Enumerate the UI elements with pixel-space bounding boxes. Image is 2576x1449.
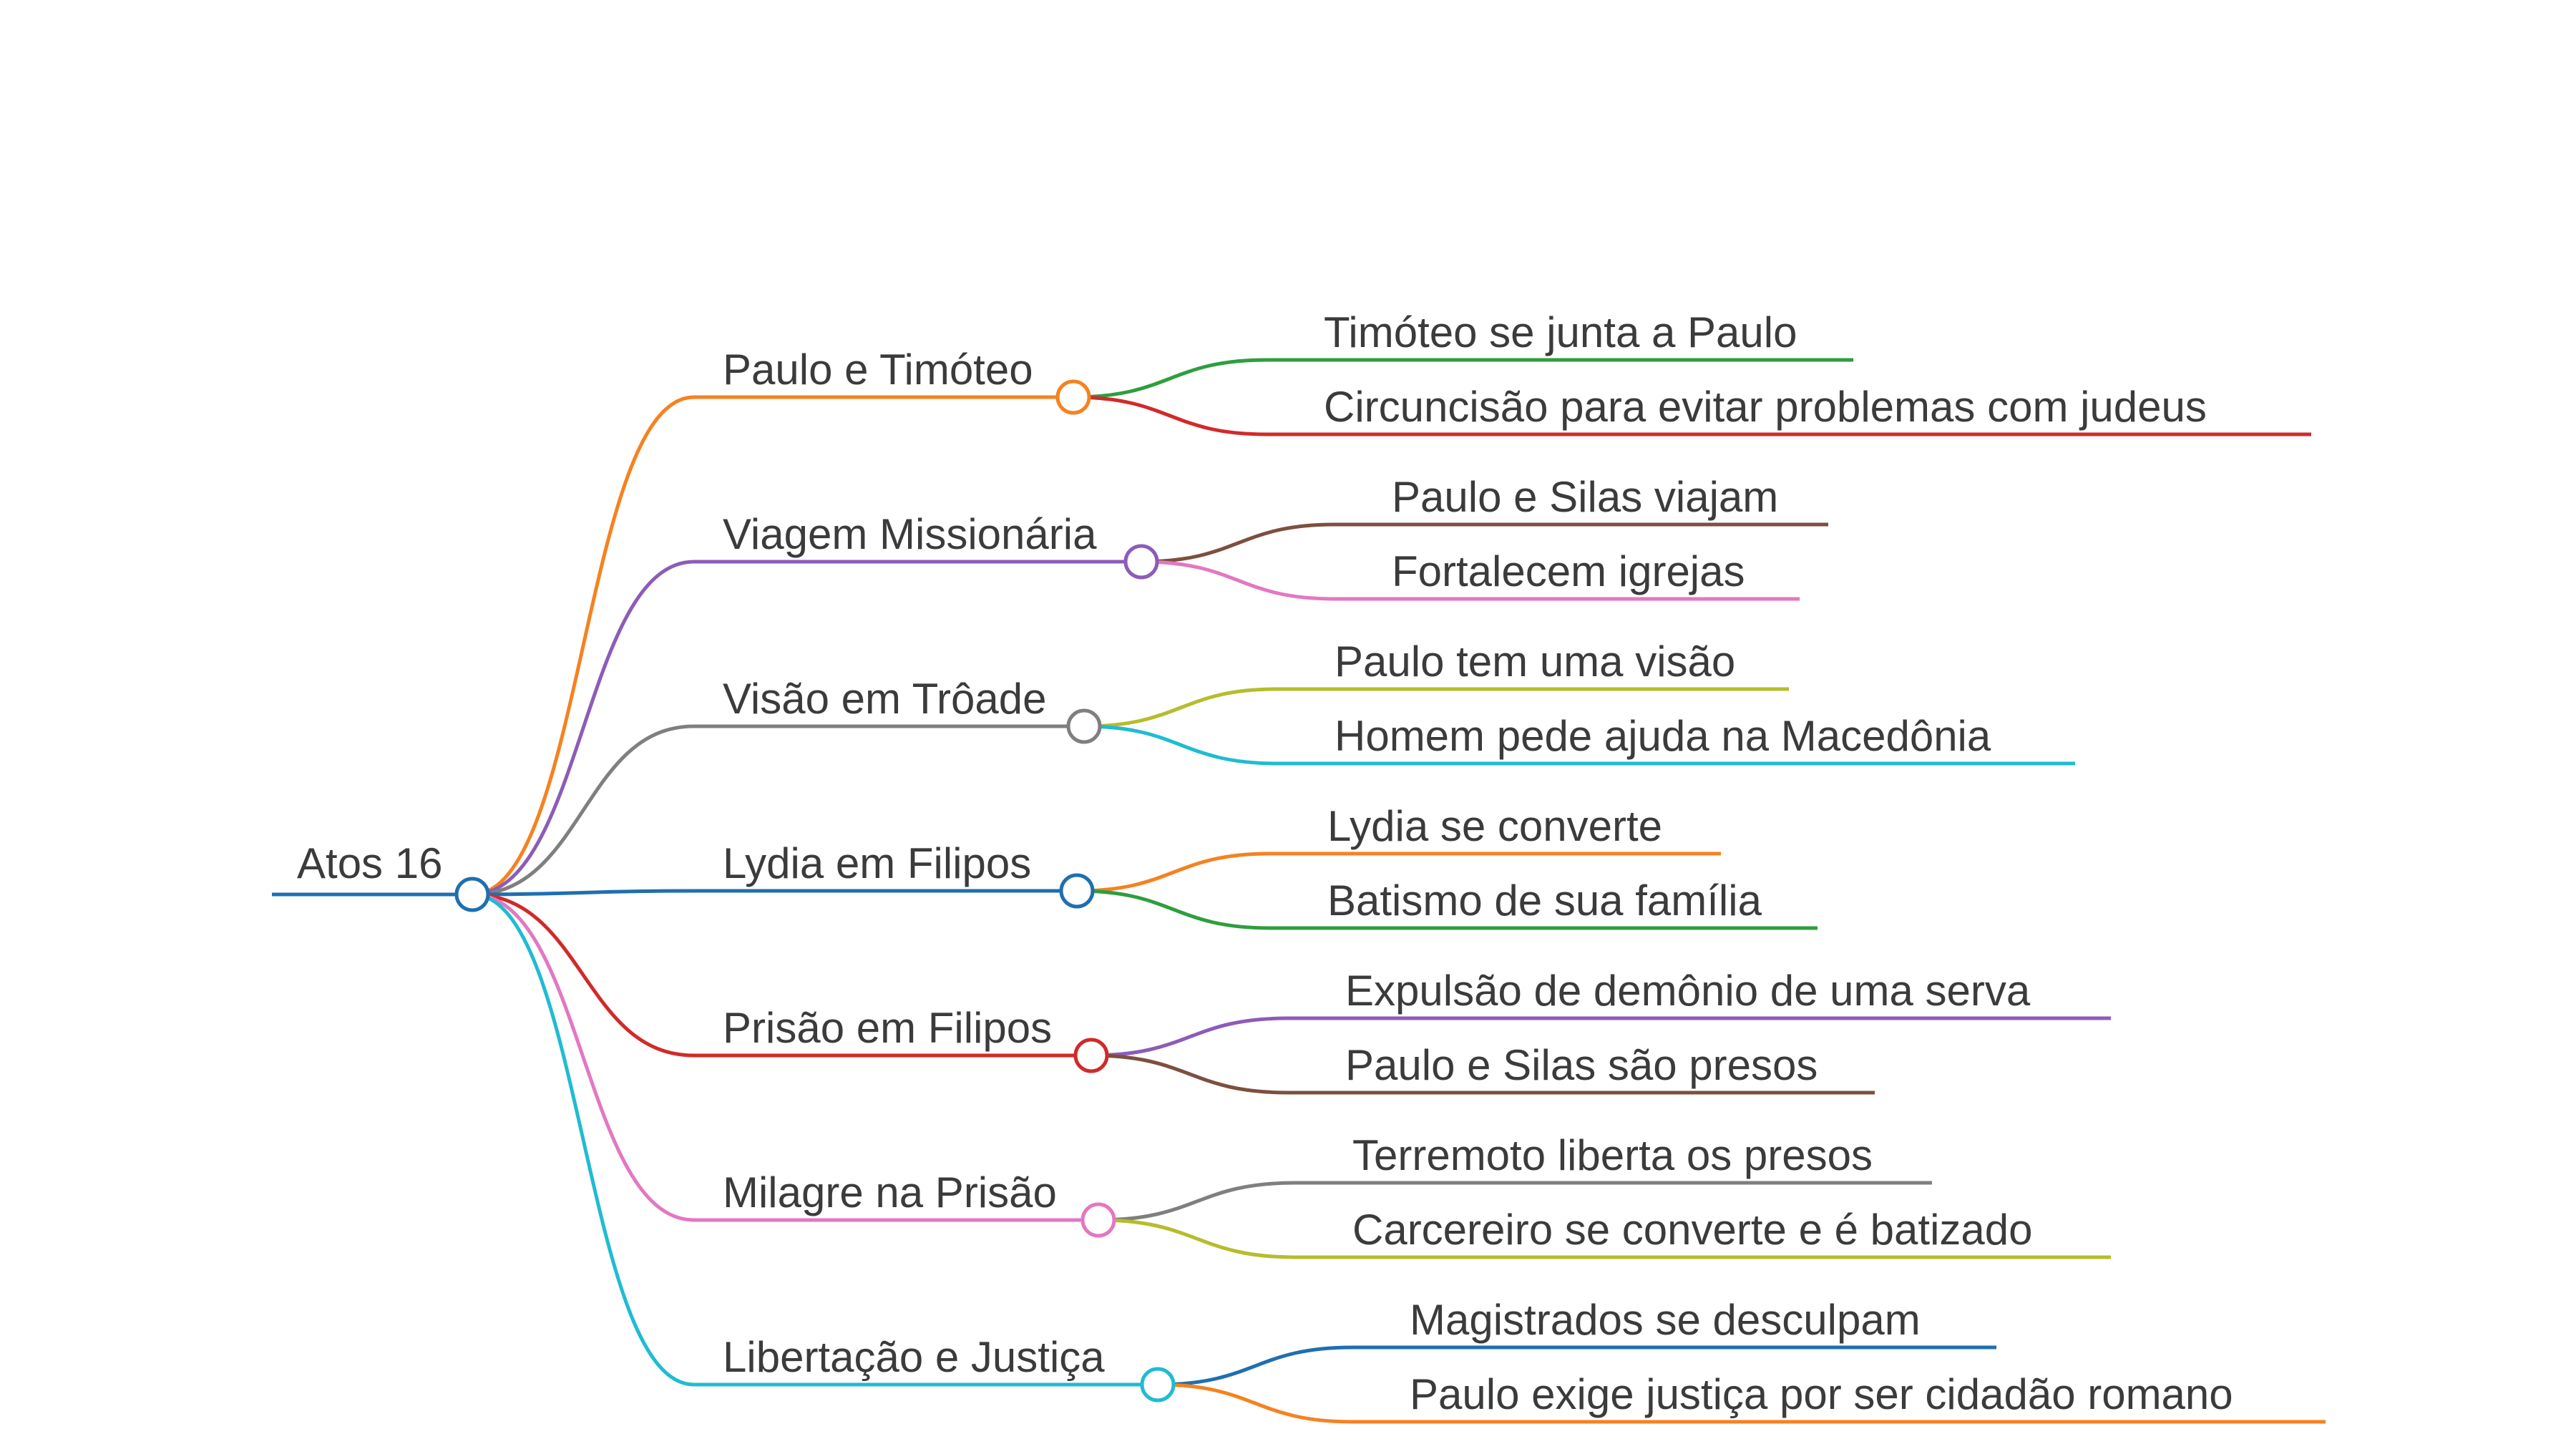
connector-homem-pede-ajuda-na-macedonia [1083,724,2075,766]
connector-root-to-lydia-em-filipos [472,889,695,897]
leaf-label-magistrados-se-desculpam: Magistrados se desculpam [1410,1296,1921,1344]
connector-root-to-prisao-em-filipos [472,892,695,1058]
connector-root-to-viagem-missionaria [472,560,695,897]
branch-label-libertacao-e-justica: Libertação e Justiça [723,1333,1105,1381]
connector-paulo-tem-uma-visao [1083,687,1789,728]
leaf-label-fortalecem-igrejas: Fortalecem igrejas [1392,547,1745,595]
connector-lydia-se-converte [1076,852,1721,893]
leaf-label-batismo-de-sua-familia: Batismo de sua família [1327,877,1762,924]
branch-node-lydia-em-filipos[interactable] [1059,873,1095,909]
branch-node-visao-em-troade[interactable] [1066,708,1102,744]
branch-label-lydia-em-filipos: Lydia em Filipos [723,839,1031,887]
leaf-label-paulo-e-silas-viajam: Paulo e Silas viajam [1392,473,1778,521]
connector-fortalecem-igrejas [1141,560,1800,601]
connector-paulo-e-silas-sao-presos [1091,1053,1875,1095]
leaf-label-expulsao-de-demonio-de-uma-serva: Expulsão de demônio de uma serva [1345,967,2031,1015]
connector-batismo-de-sua-familia [1076,889,1818,930]
leaf-label-terremoto-liberta-os-presos: Terremoto liberta os presos [1352,1131,1873,1179]
branch-node-prisao-em-filipos[interactable] [1073,1038,1109,1073]
branch-label-paulo-e-timoteo: Paulo e Timóteo [723,346,1033,394]
leaf-label-paulo-exige-justica-por-ser-cidadao-romano: Paulo exige justiça por ser cidadão roma… [1410,1370,2233,1418]
leaf-label-homem-pede-ajuda-na-macedonia: Homem pede ajuda na Macedônia [1335,712,1991,760]
mind-map-labels: Atos 16 Paulo e Timóteo Timóteo se junta a… [297,308,2233,1418]
branch-label-viagem-missionaria: Viagem Missionária [723,510,1097,558]
leaf-label-timoteo-se-junta-a-paulo: Timóteo se junta a Paulo [1324,308,1797,356]
connector-root-to-milagre-na-prisao [472,892,695,1222]
connector-root-to-visao-em-troade [472,724,695,897]
connector-paulo-exige-justica-por-ser-cidadao-romano [1157,1382,2326,1424]
root-label: Atos 16 [297,839,442,887]
connector-terremoto-liberta-os-presos [1098,1181,1932,1222]
connector-root-to-paulo-e-timoteo [472,395,695,897]
connector-paulo-e-silas-viajam [1141,522,1828,564]
connector-magistrados-se-desculpam [1157,1345,1996,1387]
connector-expulsao-de-demonio-de-uma-serva [1091,1016,2111,1058]
leaf-label-paulo-e-silas-sao-presos: Paulo e Silas são presos [1345,1041,1818,1089]
mind-map-connectors [272,358,2326,1424]
branch-node-paulo-e-timoteo[interactable] [1055,379,1091,415]
mind-map-nodes [454,379,1176,1402]
leaf-label-lydia-se-converte: Lydia se converte [1327,802,1662,850]
connector-root-to-libertacao-e-justica [472,892,695,1387]
leaf-label-paulo-tem-uma-visao: Paulo tem uma visão [1335,638,1735,686]
branch-label-visao-em-troade: Visão em Trôade [723,675,1047,723]
connector-timoteo-se-junta-a-paulo [1073,358,1853,399]
connector-circuncisao-para-evitar-problemas-com-judeus [1073,395,2311,436]
branch-node-milagre-na-prisao[interactable] [1080,1202,1116,1238]
branch-node-libertacao-e-justica[interactable] [1140,1367,1176,1402]
connector-carcereiro-se-converte-e-e-batizado [1098,1218,2111,1259]
branch-node-viagem-missionaria[interactable] [1123,544,1159,580]
branch-label-prisao-em-filipos: Prisão em Filipos [723,1004,1052,1052]
leaf-label-carcereiro-se-converte-e-e-batizado: Carcereiro se converte e é batizado [1352,1206,2033,1254]
leaf-label-circuncisao-para-evitar-problemas-com-judeus: Circuncisão para evitar problemas com ju… [1324,383,2207,431]
branch-label-milagre-na-prisao: Milagre na Prisão [723,1169,1057,1216]
root-node[interactable] [454,877,490,912]
